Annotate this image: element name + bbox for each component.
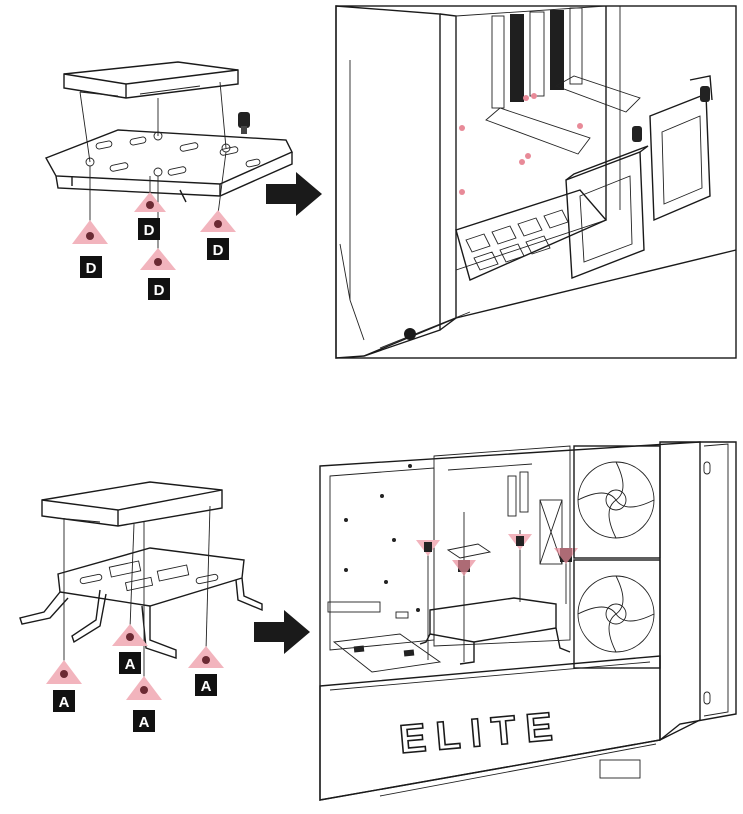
- step1-screw-d-2: D: [134, 192, 166, 240]
- cable-cross-brace: [539, 499, 563, 565]
- step2-drive-bracket-assembly: [19, 481, 263, 680]
- screw-icon: [416, 540, 440, 556]
- installed-drive-tray-2: [649, 75, 713, 222]
- step1-case-interior: [335, 5, 737, 359]
- screw-icon: [508, 534, 532, 550]
- step1-screw-d-4: D: [200, 210, 236, 260]
- case-brand-text: ELITE: [398, 704, 565, 762]
- drive-rails: [485, 75, 641, 155]
- mounting-bracket-legged: [19, 547, 263, 659]
- case-fan-bottom: [573, 559, 661, 669]
- screw-label: A: [139, 714, 150, 731]
- screw-label: D: [86, 260, 97, 277]
- screw-icon: [554, 548, 578, 564]
- arrow-right-icon: [266, 172, 322, 216]
- arrow-right-icon: [254, 610, 310, 654]
- thumbscrew-icon: [238, 112, 250, 134]
- case-fan-top: [573, 445, 661, 559]
- screw-label: A: [201, 678, 212, 695]
- screw-label: A: [125, 656, 136, 673]
- step2-screw-a-4: A: [188, 646, 224, 696]
- step2-case-interior: ELITE: [319, 441, 737, 801]
- screw-label: D: [213, 242, 224, 259]
- step1-screw-d-1: D: [72, 220, 108, 278]
- installed-drive-bracket: [419, 597, 571, 665]
- screw-label: D: [144, 222, 155, 239]
- step1-screw-d-3: D: [140, 248, 176, 300]
- pcie-slots: [491, 7, 583, 109]
- ssd-drive-top: [63, 61, 239, 99]
- step2-screw-a-1: A: [46, 660, 82, 712]
- psu-shroud-grille: [455, 189, 608, 281]
- installed-drive-tray-1: [565, 126, 649, 279]
- ssd-bay-outline: [332, 633, 442, 673]
- step1-drive-tray-assembly: [44, 61, 293, 252]
- screw-label: A: [59, 694, 70, 711]
- screw-icon: [452, 560, 476, 576]
- screw-label: D: [154, 282, 165, 299]
- ssd-drive-bottom: [41, 481, 223, 527]
- step2-screw-a-3: A: [126, 676, 162, 732]
- step2-screw-a-2: A: [112, 624, 148, 674]
- mounting-tray-flat: [44, 112, 293, 203]
